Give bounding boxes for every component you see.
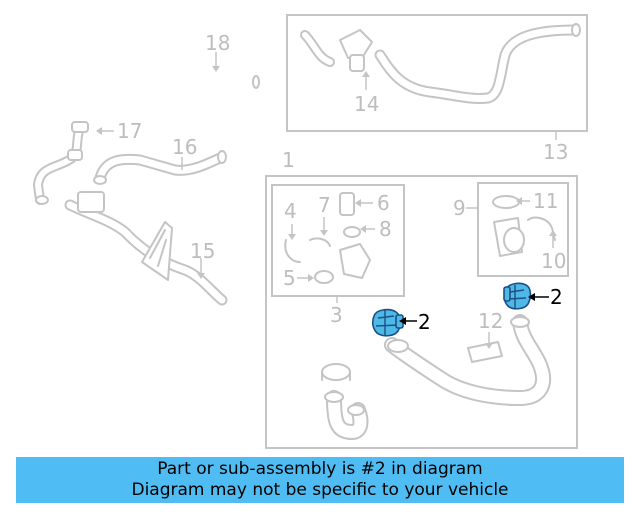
parts-diagram: 18 17 16 15 14 13 [32,14,588,449]
elbow-pipe [321,363,369,441]
assembly-3-parts [284,192,371,284]
callout-2-upper: 2 [550,285,563,309]
callout-7: 7 [318,193,331,217]
callout-3: 3 [330,303,343,327]
callout-5: 5 [283,266,296,290]
callout-16: 16 [172,135,197,159]
callout-8: 8 [379,217,392,241]
assembly-9-parts [492,195,556,257]
assembly-13-parts [300,23,581,104]
banner-line-2: Diagram may not be specific to your vehi… [131,480,509,500]
part-2-highlight-upper [503,282,532,310]
callout-9: 9 [453,196,466,220]
pipe-15 [64,191,228,306]
banner-line-1: Part or sub-assembly is #2 in diagram [157,459,483,479]
callout-12: 12 [478,309,503,333]
box-1 [265,175,578,449]
hose-12 [384,314,552,407]
hose-16 [93,150,227,185]
hose-18 [93,31,260,96]
callout-14: 14 [354,92,379,116]
box-9 [477,182,569,277]
info-banner: Part or sub-assembly is #2 in diagram Di… [16,457,624,503]
callout-15: 15 [190,239,215,263]
box-13 [286,14,588,132]
part-2-highlight-lower [371,308,404,337]
callout-1: 1 [282,148,295,172]
callout-10: 10 [541,249,566,273]
box-3 [271,184,405,297]
callout-18: 18 [205,31,230,55]
callout-13: 13 [543,140,568,164]
callout-17: 17 [117,119,142,143]
callout-2-lower: 2 [418,310,431,334]
callout-6: 6 [377,191,390,215]
callout-4: 4 [284,199,297,223]
hose-17 [32,121,89,205]
callout-11: 11 [533,189,558,213]
